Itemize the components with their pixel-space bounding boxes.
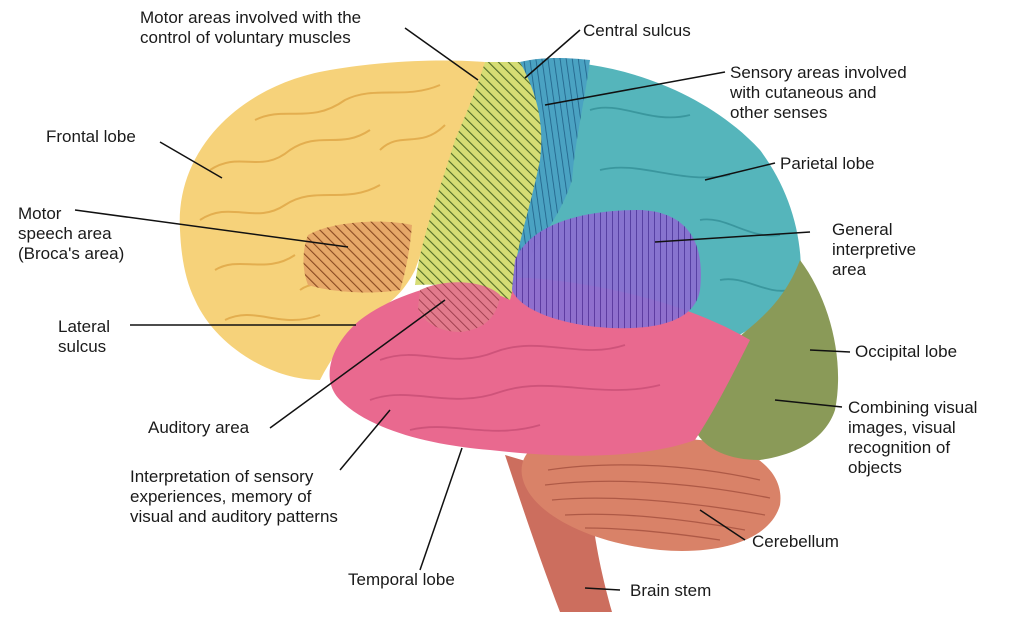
broca-area-shape [304, 222, 413, 293]
label-auditory-area: Auditory area [148, 418, 249, 438]
label-occipital-lobe: Occipital lobe [855, 342, 957, 362]
label-temporal-lobe: Temporal lobe [348, 570, 455, 590]
label-motor-speech-area: Motor speech area (Broca's area) [18, 204, 124, 264]
label-combining-visual: Combining visual images, visual recognit… [848, 398, 977, 478]
label-cerebellum: Cerebellum [752, 532, 839, 552]
label-sensory-areas: Sensory areas involved with cutaneous an… [730, 63, 907, 123]
label-interpretation: Interpretation of sensory experiences, m… [130, 467, 338, 527]
label-frontal-lobe: Frontal lobe [46, 127, 136, 147]
label-general-interpretive-area: General interpretive area [832, 220, 916, 280]
label-central-sulcus: Central sulcus [583, 21, 691, 41]
label-brain-stem: Brain stem [630, 581, 711, 601]
label-motor-areas: Motor areas involved with the control of… [140, 8, 361, 48]
label-parietal-lobe: Parietal lobe [780, 154, 875, 174]
label-lateral-sulcus: Lateral sulcus [58, 317, 110, 357]
